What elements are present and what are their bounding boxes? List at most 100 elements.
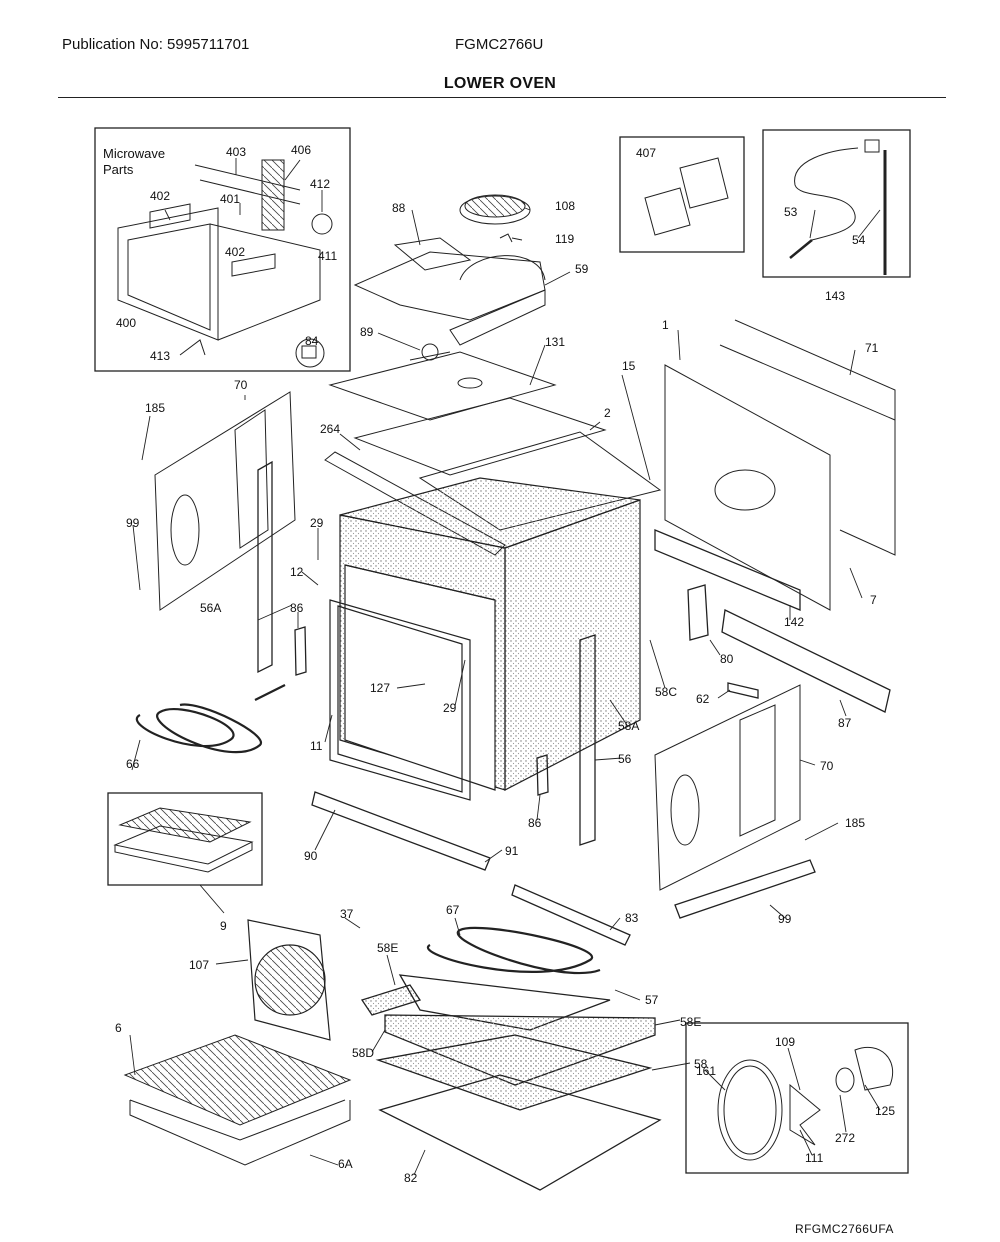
model-number: FGMC2766U: [455, 36, 544, 53]
callout-label: 89: [360, 325, 374, 339]
callout-label: 6A: [338, 1157, 353, 1171]
callout-label: 401: [220, 192, 240, 206]
callout-label: 127: [370, 681, 390, 695]
callout-label: 402: [150, 189, 170, 203]
broiler-pan-drawing: [113, 807, 254, 873]
callout-label: 58E: [377, 941, 398, 955]
rack-6: [123, 1034, 352, 1166]
callout-label: 412: [310, 177, 330, 191]
callout-label: 403: [226, 145, 246, 159]
bracket-87: [721, 609, 891, 713]
convection-fan-drawing: [717, 1046, 894, 1161]
callout-label: 87: [838, 716, 852, 730]
callout-label: 264: [320, 422, 340, 436]
part-62: [727, 682, 759, 699]
callout-label: 84: [305, 334, 319, 348]
callout-label: 58E: [680, 1015, 701, 1029]
callout-label: 59: [575, 262, 589, 276]
callout-label: 407: [636, 146, 656, 160]
broil-element-66: [135, 684, 286, 754]
callout-label: 107: [189, 958, 209, 972]
panels-407: [644, 157, 729, 236]
callout-label: 58A: [618, 719, 639, 733]
callout-label: 108: [555, 199, 575, 213]
callout-label: 2: [604, 406, 611, 420]
callout-label: 15: [622, 359, 636, 373]
callout-label: 86: [290, 601, 304, 615]
callout-label: 58D: [352, 1046, 374, 1060]
oven-cavity: [339, 477, 641, 791]
callout-label: 185: [845, 816, 865, 830]
callout-label: 131: [545, 335, 565, 349]
callout-label: 125: [875, 1104, 895, 1118]
rail-56: [579, 634, 596, 846]
callout-label: 80: [720, 652, 734, 666]
callout-label: 272: [835, 1131, 855, 1145]
inset-broiler-pan: [107, 792, 263, 886]
callout-label: 58: [694, 1057, 708, 1071]
callout-label: 54: [852, 233, 866, 247]
callout-label: 99: [126, 516, 140, 530]
callout-label: 185: [145, 401, 165, 415]
callout-label: 1: [662, 318, 669, 332]
rail-56A: [257, 460, 273, 674]
leader-lines: [129, 158, 881, 1176]
bottom-pan-82: [378, 1074, 662, 1191]
microwave-parts-inset: [94, 127, 351, 372]
microwave-parts-drawing: [117, 159, 333, 368]
inset-407: [619, 136, 745, 253]
part-86-lower: [536, 754, 549, 796]
rail-99-bottom: [674, 859, 816, 919]
callout-label: 90: [304, 849, 318, 863]
callout-label: 119: [555, 232, 574, 246]
microwave-parts-label-line1: Microwave: [103, 146, 165, 161]
part-86-upper: [294, 626, 307, 676]
callout-label: 86: [528, 816, 542, 830]
callout-label: 11: [310, 739, 323, 753]
side-panel-70-right: [654, 684, 801, 891]
diagram-code: RFGMC2766UFA: [795, 1222, 894, 1236]
callout-label: 29: [310, 516, 324, 530]
callout-label: 12: [290, 565, 304, 579]
callout-label: 411: [318, 249, 337, 263]
callout-label: 161: [696, 1064, 716, 1078]
callout-label: 6: [115, 1021, 122, 1035]
callout-label: 142: [784, 615, 804, 629]
rail-90: [311, 791, 491, 871]
inset-convection-fan: [685, 1022, 909, 1174]
bracket-83: [511, 884, 631, 946]
callout-label: 62: [696, 692, 710, 706]
bracket-80: [687, 584, 709, 641]
bracket-142: [654, 529, 801, 611]
oven-sensor-drawing: [789, 139, 887, 275]
callout-label: 58C: [655, 685, 677, 699]
callout-label: 82: [404, 1171, 418, 1185]
callout-label: 99: [778, 912, 792, 926]
callout-label: 413: [150, 349, 170, 363]
microwave-parts-label-line2: Parts: [103, 162, 134, 177]
callout-label: 143: [825, 289, 845, 303]
callout-label: 402: [225, 245, 245, 259]
header-rule: [58, 97, 946, 98]
bake-element-67: [426, 926, 601, 975]
callout-label: 37: [340, 907, 354, 921]
insulation-58: [375, 1034, 653, 1111]
callout-label: 70: [234, 378, 248, 392]
callout-label: 406: [291, 143, 311, 157]
callout-label: 111: [805, 1151, 824, 1165]
back-panels: [664, 319, 896, 611]
inset-sensor: [762, 129, 911, 278]
oven-frame-11: [329, 599, 471, 801]
callout-label: 56: [618, 752, 632, 766]
thermostat-89: [409, 343, 451, 361]
callout-labels: 403 406 402 401 412 402 411 400 84 413 8…: [115, 143, 895, 1185]
callout-label: 70: [820, 759, 834, 773]
callout-label: 53: [784, 205, 798, 219]
callout-label: 91: [505, 844, 519, 858]
page-title: LOWER OVEN: [443, 75, 557, 92]
callout-label: 57: [645, 993, 659, 1007]
callout-label: 9: [220, 919, 227, 933]
insulation-58E-left: [360, 984, 422, 1016]
publication-number: Publication No: 5995711701: [62, 36, 250, 53]
fan-cover-107: [247, 919, 331, 1041]
